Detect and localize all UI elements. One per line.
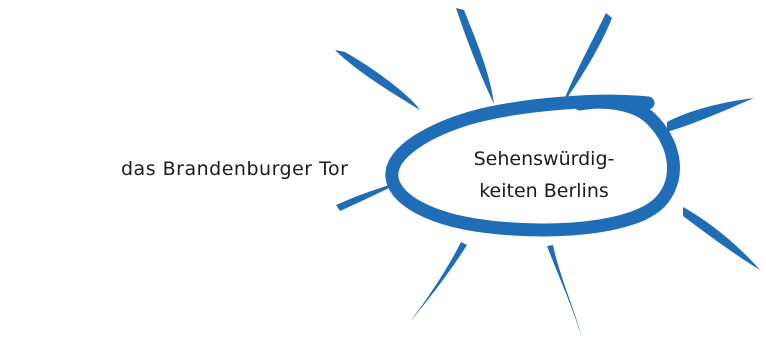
ray-top-right	[562, 13, 612, 105]
center-label: Sehenswürdig- keiten Berlins	[444, 143, 644, 207]
ray-right	[667, 98, 754, 132]
ray-bottom	[547, 245, 582, 338]
ray-bottom-left	[410, 242, 467, 322]
center-label-line-2: keiten Berlins	[444, 175, 644, 207]
item-label: das Brandenburger Tor	[121, 158, 348, 180]
ray-top	[456, 8, 494, 104]
ray-top-left	[335, 50, 420, 110]
ray-bottom-right	[683, 207, 760, 270]
center-label-line-1: Sehenswürdig-	[444, 143, 644, 175]
